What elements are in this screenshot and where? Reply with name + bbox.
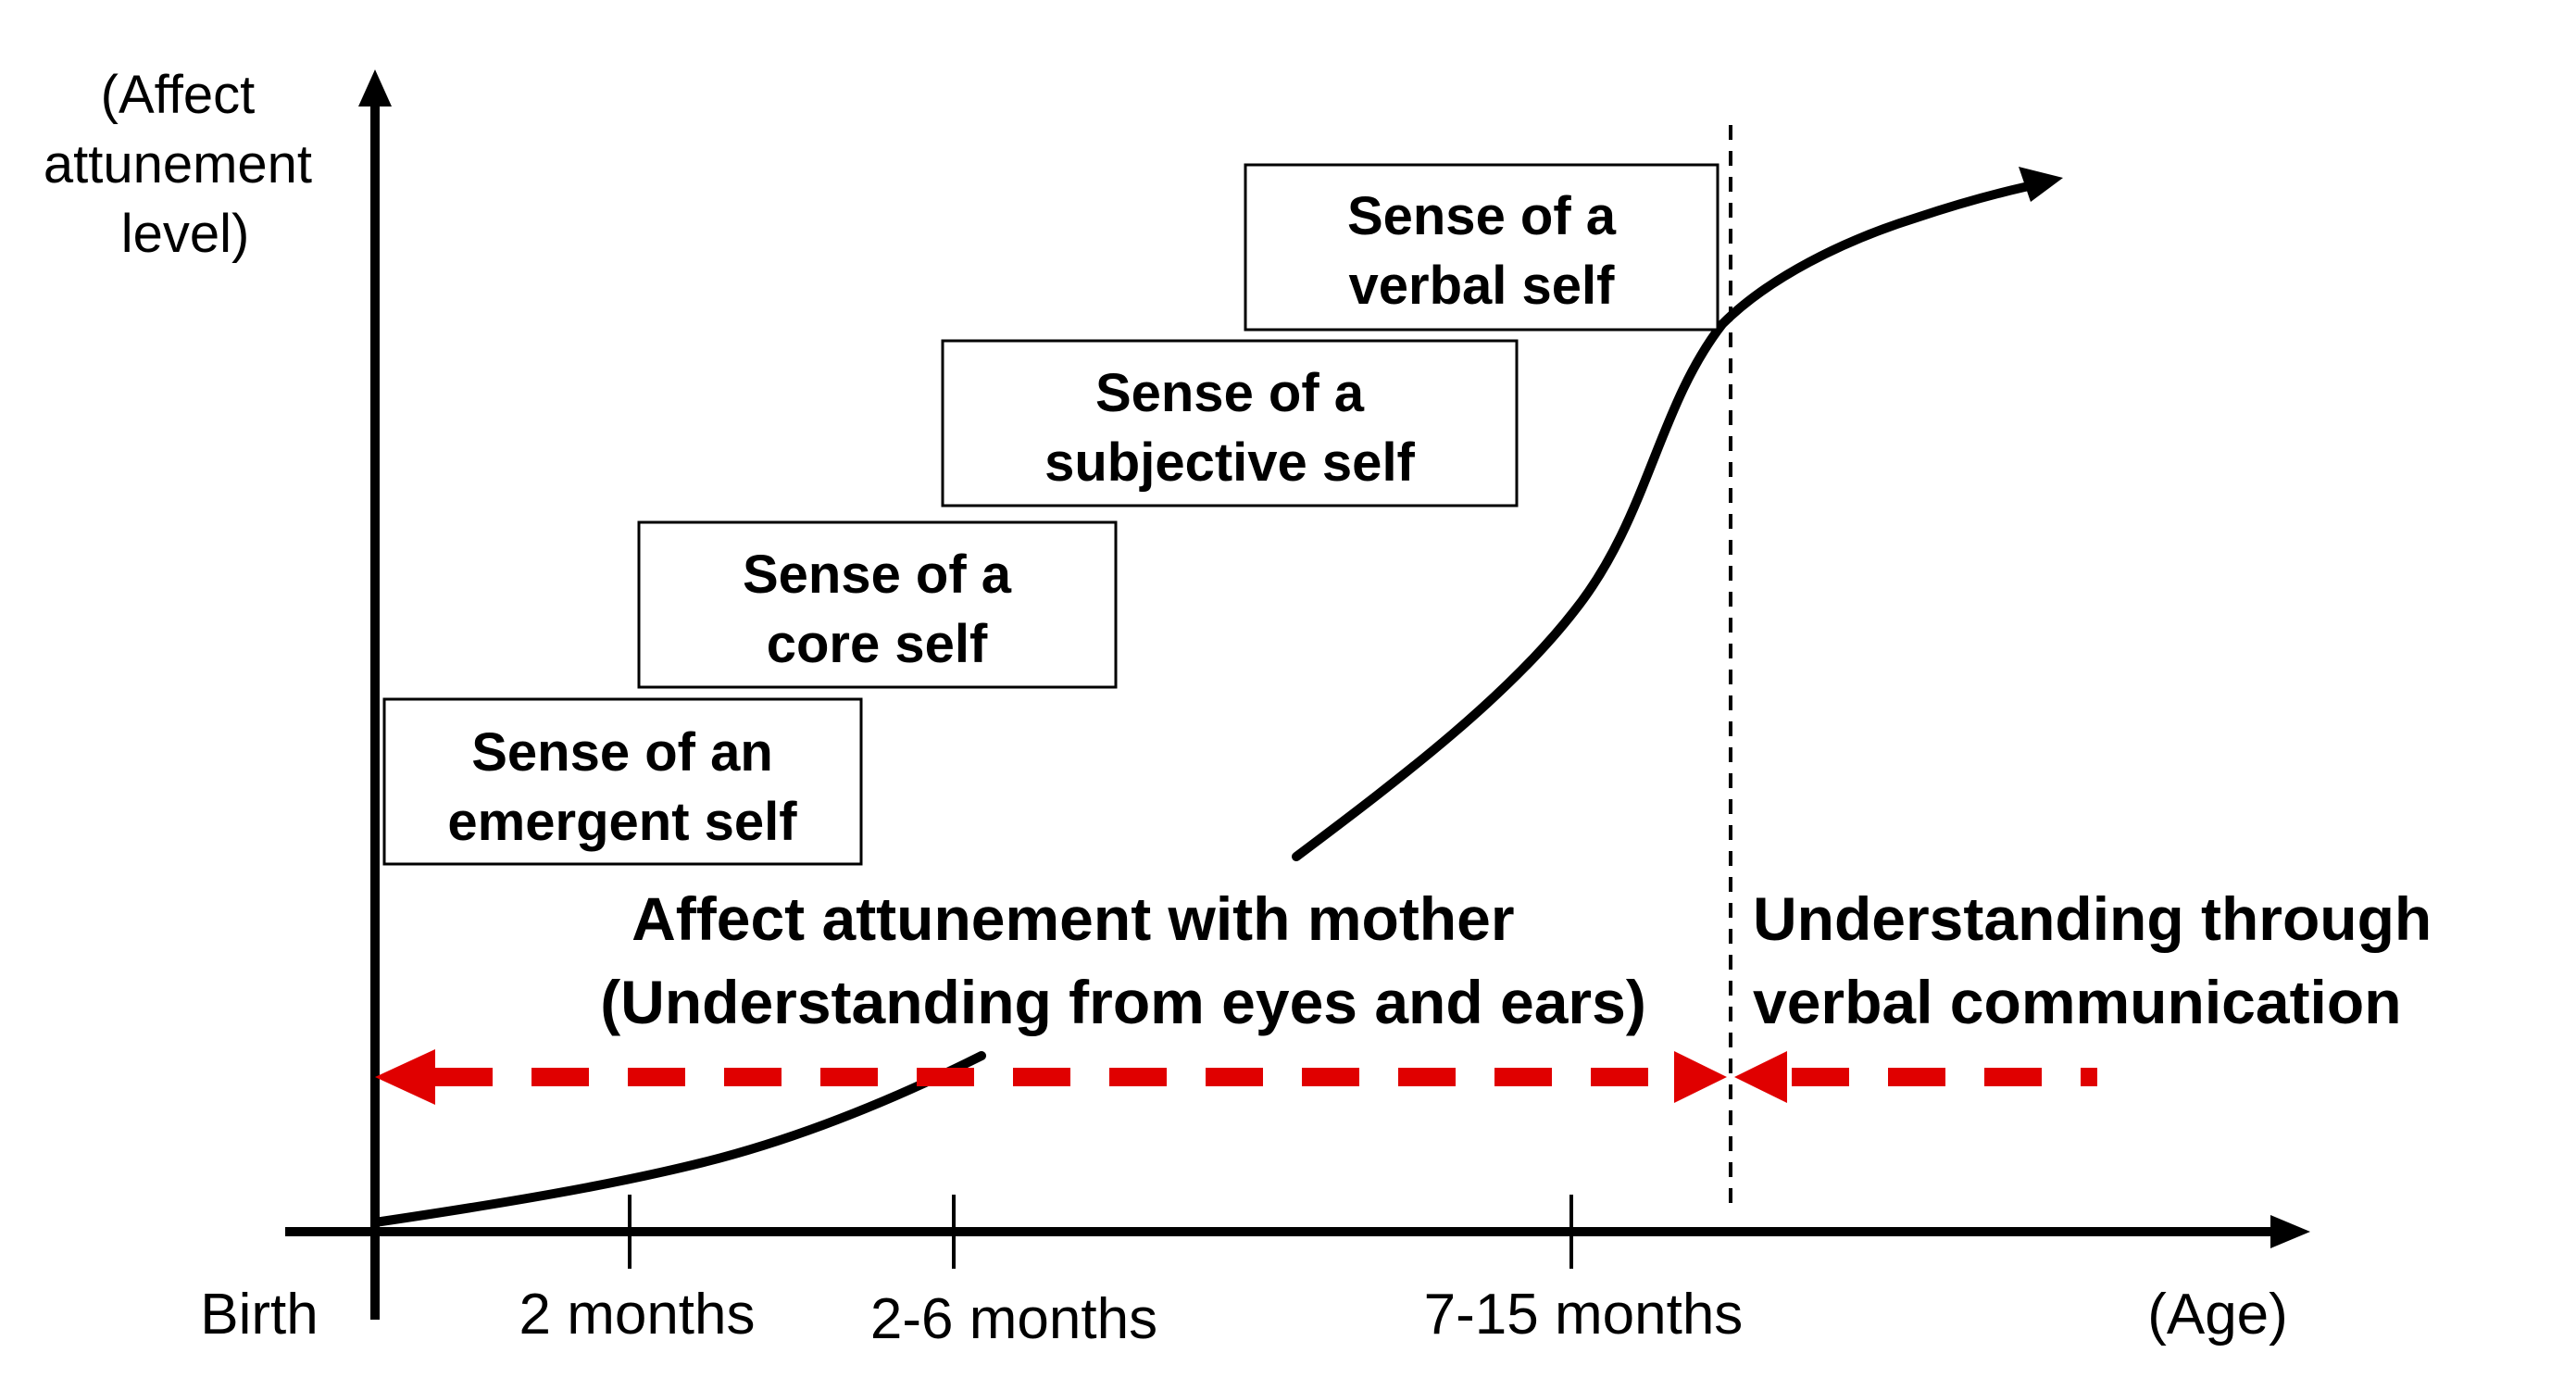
- x-axis-arrowhead: [2270, 1215, 2310, 1248]
- x-tick-2-6-months: 2-6 months: [870, 1287, 1157, 1351]
- svg-text:Sense of a: Sense of a: [1095, 363, 1365, 423]
- svg-text:emergent self: emergent self: [447, 792, 797, 852]
- left-phase-span-arrow: [375, 1049, 1727, 1105]
- stage-box-emergent-self: Sense of an emergent self: [382, 697, 863, 866]
- x-tick-2-months: 2 months: [519, 1283, 755, 1347]
- growth-curve-arrowhead: [2019, 167, 2063, 202]
- growth-curve-upper: [1292, 178, 2051, 861]
- stage-box-verbal-self: Sense of a verbal self: [1244, 163, 1719, 332]
- svg-text:core self: core self: [767, 614, 988, 674]
- left-phase-arrowhead-right: [1674, 1051, 1727, 1103]
- svg-text:Sense of an: Sense of an: [471, 722, 773, 783]
- stage-box-core-self: Sense of a core self: [637, 520, 1118, 689]
- x-tick-7-15-months: 7-15 months: [1424, 1283, 1744, 1347]
- y-axis: [358, 69, 392, 1320]
- x-axis-label: (Age): [2147, 1283, 2288, 1347]
- x-axis: [285, 1215, 2310, 1248]
- right-phase-arrowhead-left: [1734, 1051, 1787, 1103]
- y-axis-arrowhead: [358, 69, 392, 106]
- right-phase-label: Understanding through verbal communicati…: [1753, 884, 2449, 1036]
- stage-box-subjective-self: Sense of a subjective self: [941, 339, 1519, 507]
- left-phase-arrowhead-left: [375, 1049, 435, 1105]
- x-tick-birth: Birth: [200, 1283, 318, 1347]
- svg-text:Sense of a: Sense of a: [1347, 186, 1617, 246]
- svg-text:Sense of a: Sense of a: [743, 545, 1012, 605]
- right-phase-span-arrow: [1734, 1051, 2097, 1103]
- left-phase-label: Affect attunement with mother (Understan…: [600, 884, 1646, 1036]
- svg-text:subjective self: subjective self: [1044, 432, 1415, 493]
- y-axis-label: (Affect attunement level): [44, 65, 327, 264]
- growth-curve-lower: [370, 1051, 986, 1227]
- svg-text:verbal self: verbal self: [1349, 256, 1616, 316]
